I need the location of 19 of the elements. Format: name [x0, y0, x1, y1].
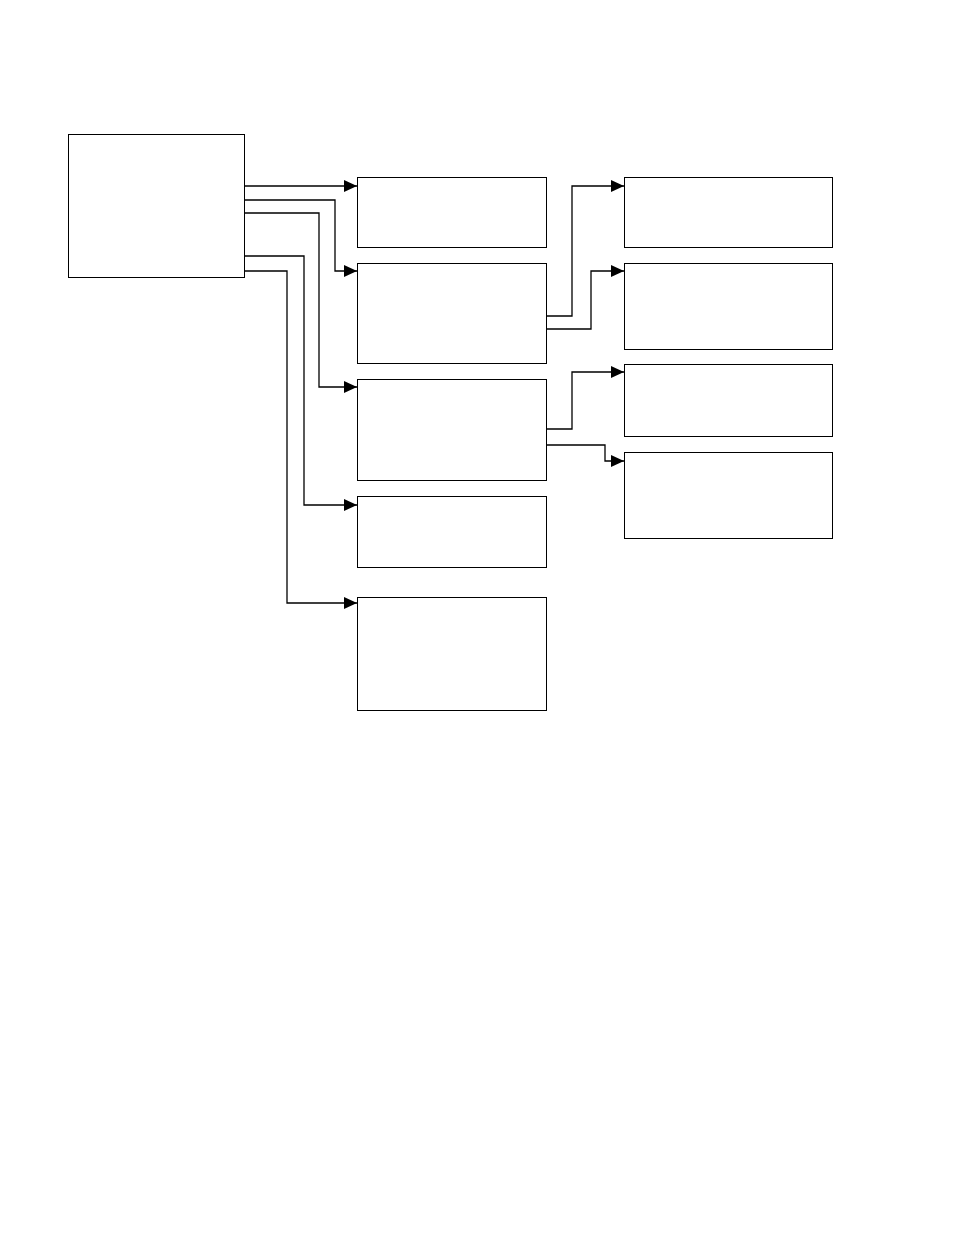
empty-box — [357, 597, 547, 711]
empty-box — [624, 263, 833, 350]
arrow — [546, 180, 625, 317]
arrow — [244, 212, 358, 393]
arrow — [546, 444, 625, 467]
arrow — [244, 180, 358, 192]
empty-box — [357, 379, 547, 481]
empty-box — [624, 452, 833, 539]
empty-box — [357, 263, 547, 364]
empty-box — [68, 134, 245, 278]
empty-box — [357, 177, 547, 248]
arrow — [244, 255, 358, 511]
empty-box — [624, 364, 833, 437]
empty-box — [624, 177, 833, 248]
arrow — [546, 265, 625, 330]
empty-box — [357, 496, 547, 568]
arrow — [244, 270, 358, 609]
arrow — [244, 199, 358, 277]
arrow — [546, 366, 625, 430]
